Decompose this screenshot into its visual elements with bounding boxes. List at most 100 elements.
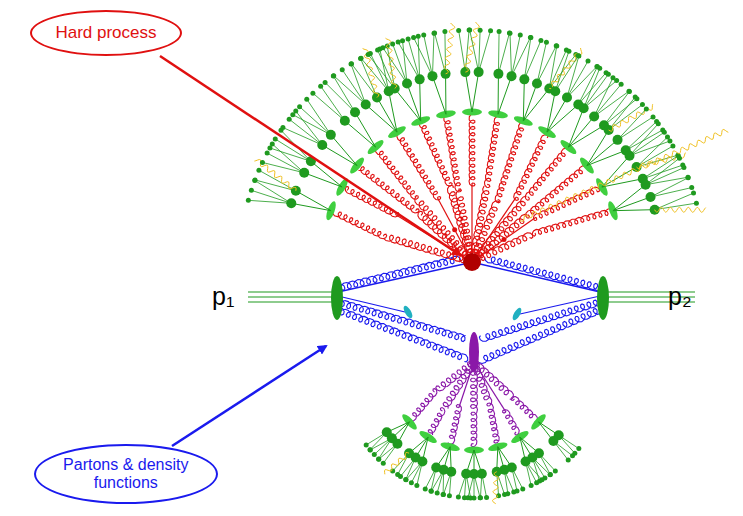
hadron-dot [421, 33, 426, 38]
hadron-dot [395, 472, 400, 477]
parton-line [432, 76, 445, 114]
parton-line [351, 64, 366, 104]
hadron-dot [478, 495, 483, 500]
parton-line [567, 67, 597, 98]
parton-line [523, 88, 549, 121]
hadron-dot [358, 56, 363, 61]
gluon-line [471, 412, 477, 446]
hadron-dot [685, 175, 690, 180]
hadron-dot [597, 66, 602, 71]
parton-line [587, 140, 618, 166]
hadron-dot [507, 31, 512, 36]
hadron-dot [554, 43, 559, 48]
photon-line [520, 130, 728, 222]
parton-line [629, 132, 664, 155]
callout-text: Partons & density functions [60, 456, 192, 491]
parton-line [472, 72, 479, 112]
parton-line [480, 264, 600, 292]
hadron-dot [548, 472, 553, 477]
parton-line [437, 470, 444, 493]
mpi-blob [469, 332, 479, 372]
parton-line [512, 467, 523, 489]
proton-label: p₂ [668, 284, 692, 309]
hadron-dot [468, 495, 473, 500]
parton-line [331, 135, 357, 166]
hadron-dot [670, 144, 675, 149]
parton-line [587, 150, 626, 165]
parton-line [553, 441, 568, 460]
hadron-dot [380, 45, 385, 50]
gluon-line [485, 257, 604, 291]
hadron-dot [253, 177, 258, 182]
parton-line [407, 83, 421, 121]
hadron-dot [297, 104, 302, 109]
parton-line [296, 191, 331, 211]
parton-line [523, 79, 524, 121]
hadron-dot [323, 80, 328, 85]
gluon-line [334, 256, 460, 292]
hadron-dot [290, 112, 295, 117]
hadron-dot [400, 38, 405, 43]
parton-line [479, 30, 480, 72]
parton-line [304, 173, 342, 187]
parton-line [403, 41, 407, 84]
gluon-line [333, 209, 387, 238]
photon-line [609, 104, 653, 131]
hadron-dot [520, 486, 525, 491]
hadron-dot [252, 178, 257, 183]
parton-line [259, 170, 296, 191]
parton-line [526, 461, 532, 485]
parton-line [498, 76, 511, 114]
parton-line [443, 472, 451, 495]
gluon-line [532, 209, 611, 236]
parton-line [345, 121, 376, 147]
remnant-blob [511, 306, 523, 321]
parton-line [646, 168, 684, 185]
gluon-line [428, 408, 445, 436]
parton-line [512, 467, 517, 491]
gluon-line [525, 148, 569, 200]
hadron-dot [441, 492, 446, 497]
hard-vertex [463, 253, 481, 271]
hadron-dot [478, 28, 483, 33]
parton-line [498, 33, 509, 74]
hadron-dot [265, 151, 270, 156]
hadron-dot [267, 146, 272, 151]
remnant-blob [402, 304, 414, 319]
hadron-dot [511, 490, 516, 495]
parton-line [651, 188, 692, 197]
parton-line [458, 474, 466, 497]
parton-line [629, 141, 669, 156]
hadron-dot [414, 483, 419, 488]
parton-line [406, 461, 422, 479]
parton-line [408, 39, 420, 79]
parton-line [248, 200, 291, 203]
parton-line [532, 458, 545, 478]
parton-line [248, 296, 332, 297]
parton-line [568, 108, 583, 147]
hadron-dot [484, 495, 489, 500]
hadron-dot [442, 29, 447, 34]
parton-line [300, 107, 331, 135]
hadron-dot [488, 28, 493, 33]
parton-line [613, 210, 655, 211]
hadron-dot [691, 191, 696, 196]
hadron-dot [478, 495, 483, 500]
hadron-dot [681, 165, 686, 170]
hadron-dot [640, 102, 645, 107]
parton-line [497, 472, 499, 496]
parton-line [420, 79, 421, 121]
parton-line [568, 116, 594, 147]
hadron-dot [349, 62, 354, 67]
parton-line [549, 55, 576, 89]
photon-line [254, 160, 296, 191]
hadron-dot [539, 477, 544, 482]
parton-line [431, 467, 436, 491]
parton-line [555, 56, 578, 91]
hadron-dot [566, 49, 571, 54]
hadron-dot [423, 486, 428, 491]
hadron-dot [662, 130, 667, 135]
parton-line [584, 68, 600, 108]
parton-line [618, 117, 653, 140]
parton-line [613, 197, 651, 211]
